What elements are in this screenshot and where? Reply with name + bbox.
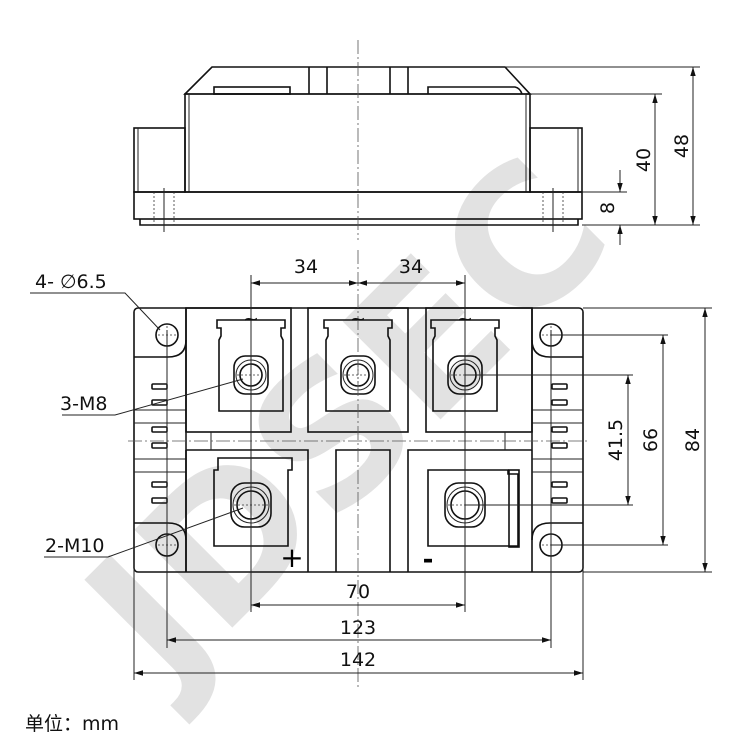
- vent-slot: [151, 383, 168, 390]
- dim-mount-vertical: 66: [640, 428, 662, 452]
- ac-terminal-plate: [216, 319, 286, 412]
- dim-terminal-vertical: 41.5: [605, 419, 627, 461]
- vent-slot: [551, 442, 568, 449]
- dim-terminal-span: 70: [346, 581, 370, 603]
- vent-slot: [551, 481, 568, 488]
- vent-slot: [551, 497, 568, 504]
- ac-symbol-1: ~: [243, 308, 259, 330]
- dim-total-height: 48: [671, 134, 693, 158]
- vent-slot: [551, 383, 568, 390]
- callout-ac-terminals: 3-M8: [60, 393, 107, 415]
- dim-pitch-right: 34: [399, 256, 423, 278]
- plus-symbol: +: [280, 541, 303, 574]
- top-view: 34 34 70 123 142 41.5 66 84 ~ ~ ~ + - 4-…: [30, 250, 712, 690]
- ac-terminal-plate: [323, 319, 393, 412]
- minus-symbol: -: [423, 545, 434, 575]
- callout-mount-holes: 4- ∅6.5: [35, 271, 107, 293]
- vent-slot: [551, 426, 568, 433]
- callout-dc-terminals: 2-M10: [45, 535, 105, 557]
- vent-slot: [151, 426, 168, 433]
- vent-slot: [551, 399, 568, 406]
- dim-mount-span: 123: [340, 617, 376, 639]
- side-view: 48 40 8: [133, 40, 700, 245]
- ac-symbol-2: ~: [350, 308, 366, 330]
- dim-base-height: 8: [597, 202, 619, 214]
- dim-body-height: 40: [633, 148, 655, 172]
- dim-pitch-left: 34: [294, 256, 318, 278]
- units-note: 单位：mm: [25, 713, 119, 735]
- ac-terminal-plate: [430, 319, 500, 412]
- ac-symbol-3: ~: [457, 308, 473, 330]
- dim-overall-width: 84: [682, 428, 704, 452]
- dim-overall-length: 142: [340, 649, 376, 671]
